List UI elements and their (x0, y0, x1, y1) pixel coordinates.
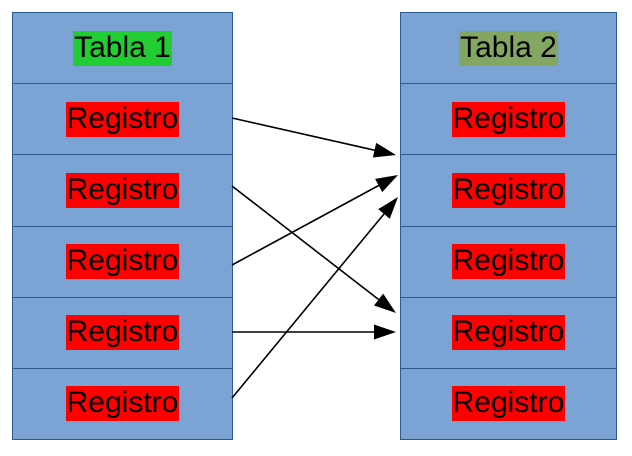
arrow-row3-to-row2-head (375, 175, 398, 193)
table-left-record-label-2: Registro (65, 172, 180, 208)
table-left-header-label: Tabla 1 (73, 30, 172, 66)
table-right-record-label-2: Registro (451, 172, 566, 208)
table-right-row-2[interactable]: Registro (401, 155, 616, 227)
table-tabla-2: Tabla 2 Registro Registro Registro Regis… (400, 12, 617, 440)
table-left-row-3[interactable]: Registro (13, 227, 232, 298)
table-left-record-label-4: Registro (65, 315, 180, 351)
table-right-header-row: Tabla 2 (401, 13, 616, 85)
arrow-row2-to-row4-head (374, 293, 396, 313)
table-right-record-label-4: Registro (451, 315, 566, 351)
arrow-row1-to-row1-head (372, 142, 396, 158)
table-right-row-1[interactable]: Registro (401, 84, 616, 156)
table-right-record-label-5: Registro (451, 386, 566, 422)
arrow-row4-to-row4-head (374, 324, 396, 340)
table-left-record-label-5: Registro (65, 386, 180, 422)
table-left-header-row: Tabla 1 (13, 13, 232, 85)
arrow-row2-to-row4-shaft (231, 185, 380, 301)
table-right-record-label-3: Registro (451, 244, 566, 280)
arrow-row1-to-row1-shaft (231, 117, 375, 151)
table-left-row-1[interactable]: Registro (13, 84, 232, 156)
table-right-row-5[interactable]: Registro (401, 369, 616, 439)
table-left-record-label-1: Registro (65, 101, 180, 137)
table-left-record-label-3: Registro (65, 244, 180, 280)
table-left-row-2[interactable]: Registro (13, 155, 232, 227)
table-right-row-4[interactable]: Registro (401, 298, 616, 369)
table-left-row-5[interactable]: Registro (13, 369, 232, 439)
arrow-row3-to-row2-shaft (231, 184, 380, 266)
arrow-row5-to-row3-shaft (231, 213, 385, 399)
table-right-header-label: Tabla 2 (459, 30, 558, 66)
table-right-row-3[interactable]: Registro (401, 227, 616, 298)
table-left-row-4[interactable]: Registro (13, 298, 232, 369)
table-right-record-label-1: Registro (451, 101, 566, 137)
table-tabla-1: Tabla 1 Registro Registro Registro Regis… (12, 12, 233, 440)
arrow-row5-to-row3-head (378, 197, 398, 219)
